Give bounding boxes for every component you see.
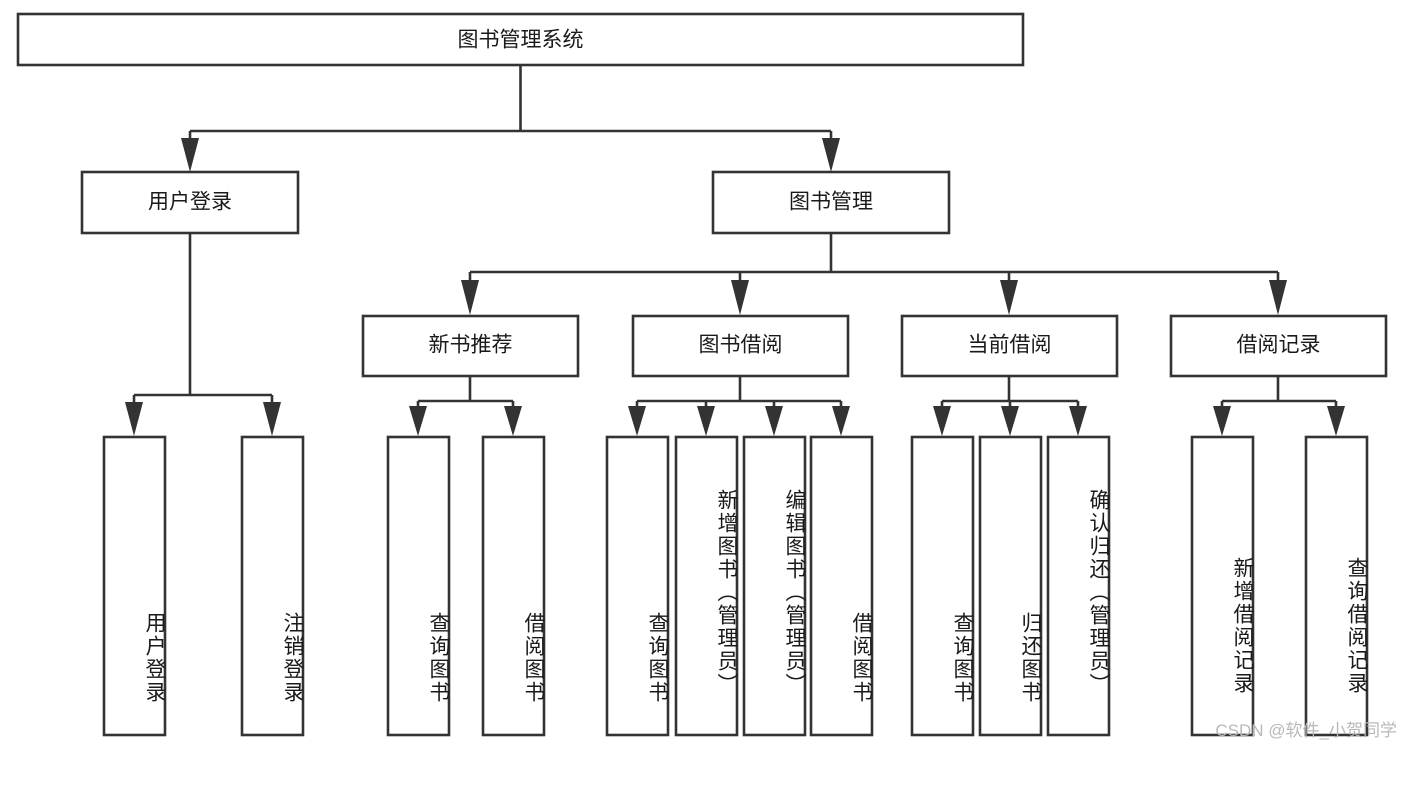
arrow-head-cb-query-book bbox=[933, 406, 951, 436]
leaf-box-br-add-record[interactable] bbox=[1190, 435, 1255, 737]
arrow-head-borrow-record bbox=[1269, 280, 1287, 315]
arrow-head-user-login bbox=[181, 138, 199, 172]
node-box-new-book-rec[interactable] bbox=[361, 314, 580, 378]
leaf-box-br-query-record[interactable] bbox=[1304, 435, 1369, 737]
node-box-current-borrow[interactable] bbox=[900, 314, 1119, 378]
leaf-box-logout[interactable] bbox=[240, 435, 305, 737]
arrow-head-leaf-logout bbox=[263, 402, 281, 436]
arrow-head-leaf-user-login bbox=[125, 402, 143, 436]
node-box-user-login[interactable] bbox=[80, 170, 300, 235]
arrow-head-bb-borrow-book bbox=[832, 406, 850, 436]
arrow-head-bb-add-book bbox=[697, 406, 715, 436]
node-box-book-borrow[interactable] bbox=[631, 314, 850, 378]
node-label-root: 图书管理系统 bbox=[458, 29, 584, 52]
leaf-box-bb-query-book[interactable] bbox=[605, 435, 670, 737]
arrow-head-bb-edit-book bbox=[765, 406, 783, 436]
leaf-box-bb-add-book[interactable] bbox=[674, 435, 739, 737]
leaf-box-user-login[interactable] bbox=[102, 435, 167, 737]
node-box-book-manage[interactable] bbox=[711, 170, 951, 235]
leaf-box-cb-return-book[interactable] bbox=[978, 435, 1043, 737]
connector-layer bbox=[125, 65, 1345, 436]
flowchart-diagram: 图书管理系统 用户登录 图书管理 新书推荐 图书借阅 当前借阅 借阅记录 bbox=[16, 12, 1397, 740]
arrow-head-cb-return-book bbox=[1001, 406, 1019, 436]
node-box-borrow-record[interactable] bbox=[1169, 314, 1388, 378]
watermark-text: CSDN @软件_小贺同学 bbox=[1215, 721, 1397, 740]
node-label-book-borrow: 图书借阅 bbox=[699, 334, 783, 357]
arrow-head-bb-query-book bbox=[628, 406, 646, 436]
arrow-head-new-book-rec bbox=[461, 280, 479, 315]
node-label-new-book-rec: 新书推荐 bbox=[429, 334, 513, 357]
arrow-head-br-add-record bbox=[1213, 406, 1231, 436]
leaf-box-nb-borrow-book[interactable] bbox=[481, 435, 546, 737]
arrow-head-nb-query-book bbox=[409, 406, 427, 436]
leaf-box-bb-edit-book[interactable] bbox=[742, 435, 807, 737]
arrow-head-book-borrow bbox=[731, 280, 749, 315]
arrow-head-current-borrow bbox=[1000, 280, 1018, 315]
node-box-root[interactable] bbox=[16, 12, 1025, 67]
node-label-current-borrow: 当前借阅 bbox=[968, 334, 1052, 357]
arrow-head-nb-borrow-book bbox=[504, 406, 522, 436]
arrow-head-br-query-record bbox=[1327, 406, 1345, 436]
diagram-canvas: 图书管理系统 用户登录 图书管理 新书推荐 图书借阅 当前借阅 借阅记录 bbox=[16, 12, 1388, 737]
leaf-box-bb-borrow-book[interactable] bbox=[809, 435, 874, 737]
arrow-head-book-manage bbox=[822, 138, 840, 172]
leaf-box-nb-query-book[interactable] bbox=[386, 435, 451, 737]
node-label-user-login: 用户登录 bbox=[148, 191, 232, 214]
leaf-box-cb-query-book[interactable] bbox=[910, 435, 975, 737]
arrow-head-cb-confirm-return bbox=[1069, 406, 1087, 436]
node-label-book-manage: 图书管理 bbox=[789, 191, 873, 214]
node-layer: 图书管理系统 用户登录 图书管理 新书推荐 图书借阅 当前借阅 借阅记录 bbox=[16, 12, 1388, 737]
leaf-box-cb-confirm-return[interactable] bbox=[1046, 435, 1111, 737]
node-label-borrow-record: 借阅记录 bbox=[1237, 334, 1321, 357]
